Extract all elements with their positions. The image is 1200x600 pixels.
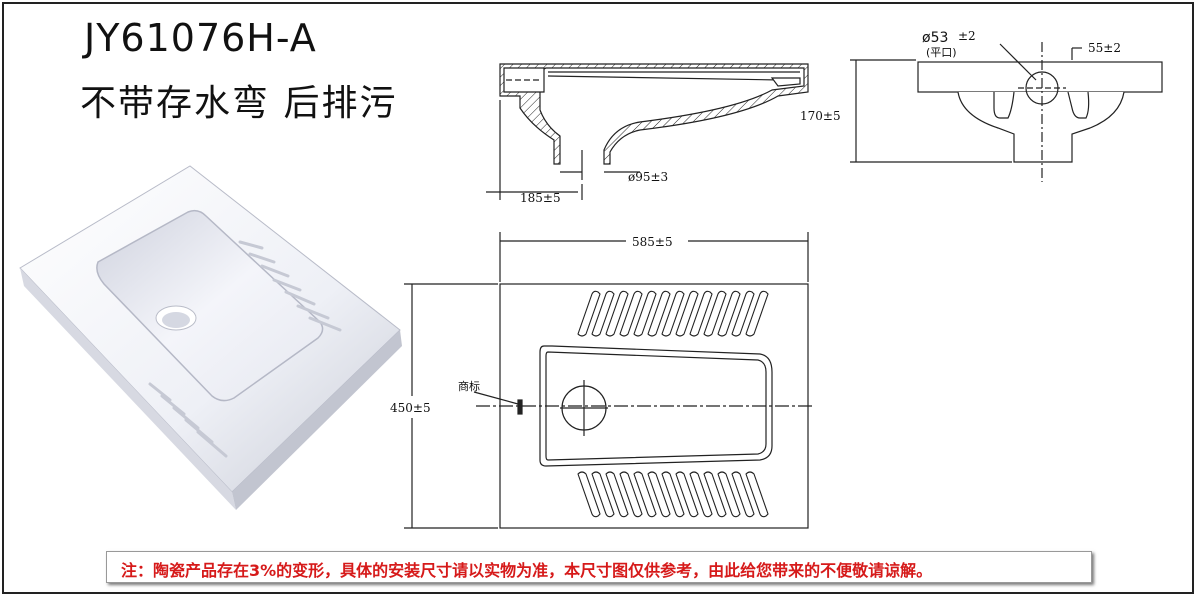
- outlet-diameter-label: ø53: [922, 30, 948, 46]
- width-label: 450±5: [390, 401, 431, 415]
- model-number: JY61076H-A: [84, 16, 317, 60]
- outlet-flat-note: (平口): [926, 46, 957, 59]
- drain-diameter-label: ø95±3: [628, 170, 668, 184]
- rear-outlet-view: [850, 42, 1163, 182]
- side-section-view: [486, 63, 809, 200]
- disclaimer-text: 注：陶瓷产品存在3%的变形，具体的安装尺寸请以实物为准，本尺寸图仅供参考，由此给…: [121, 561, 933, 580]
- disclaimer-box: 注：陶瓷产品存在3%的变形，具体的安装尺寸请以实物为准，本尺寸图仅供参考，由此给…: [106, 551, 1092, 583]
- product-description: 不带存水弯 后排污: [80, 83, 398, 124]
- logo-mark-label: 商标: [458, 379, 480, 393]
- outlet-diameter-tolerance: ±2: [958, 29, 976, 43]
- rear-distance-label: 185±5: [520, 191, 561, 205]
- anti-slip-grooves-upper: [577, 290, 769, 337]
- length-label: 585±5: [632, 235, 673, 249]
- outlet-offset-label: 55±2: [1088, 41, 1121, 55]
- top-plan-view: [404, 232, 812, 529]
- anti-slip-grooves-lower: [577, 471, 769, 518]
- product-photo: [19, 165, 402, 510]
- height-label: 170±5: [800, 109, 841, 123]
